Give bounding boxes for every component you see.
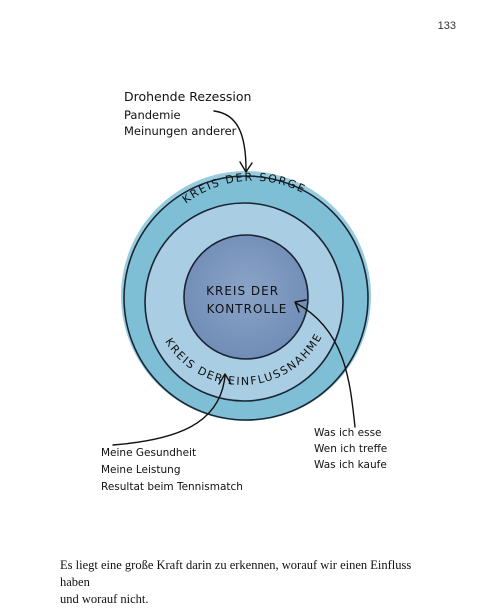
arrow-influence-head [218,373,232,385]
influence-note-3: Resultat beim Tennismatch [101,481,243,493]
page-number: 133 [437,20,456,32]
caption: Es liegt eine große Kraft darin zu erken… [60,557,440,608]
influence-notes: Meine Gesundheit Meine Leistung Resultat… [101,447,243,493]
center-label-line-2: KONTROLLE [207,302,288,316]
center-label: KREIS DER KONTROLLE [206,284,287,316]
concern-notes: Drohende Rezession Pandemie Meinungen an… [124,89,255,138]
caption-line-2: und worauf nicht. [60,592,149,606]
arrow-influence [112,375,226,446]
influence-note-1: Meine Gesundheit [101,447,196,459]
arrow-concern [213,110,247,171]
control-note-1: Was ich esse [314,427,382,439]
concern-note-3: Meinungen anderer [124,124,237,138]
concern-note-2: Pandemie [124,108,181,122]
arrow-control [295,302,356,428]
caption-line-1: Es liegt eine große Kraft darin zu erken… [60,558,412,589]
control-note-2: Wen ich treffe [314,443,387,455]
concern-note-1: Drohende Rezession [124,89,251,104]
center-label-line-1: KREIS DER [206,284,279,298]
control-note-3: Was ich kaufe [314,459,387,471]
control-notes: Was ich esse Wen ich treffe Was ich kauf… [314,427,391,471]
influence-note-2: Meine Leistung [101,464,181,476]
center-circle [183,234,309,360]
arrow-concern-head [239,161,253,173]
arrow-control-head [294,299,307,313]
